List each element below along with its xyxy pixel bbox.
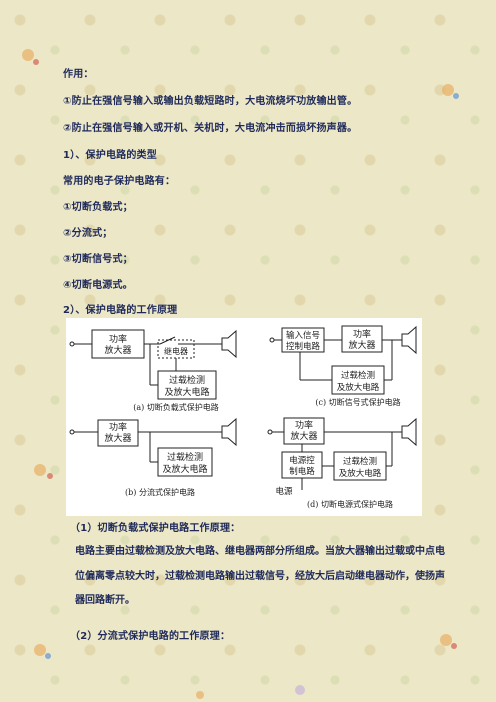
diagram-d-power-ctrl-1: 电源控 (289, 455, 315, 466)
diagram-a-detect-1: 过载检测 (169, 374, 205, 386)
diagram-c-input-2: 控制电路 (286, 341, 321, 352)
section1-body: 电路主要由过载检测及放大电路、继电器两部分所组成。当放大器输出过载或中点电位偏离… (75, 546, 445, 606)
text-line-9: ④切断电源式。 (63, 280, 133, 291)
diagram-c-input-1: 输入信号 (286, 330, 320, 341)
text-line-2: ①防止在强信号输入或输出负载短路时，大电流烧坏功放输出管。 (63, 96, 358, 107)
text-line-8: ③切断信号式； (63, 254, 133, 265)
diagram-d-amp-1: 功率 (295, 419, 313, 431)
text-line-3: ②防止在强信号输入或开机、关机时，大电流冲击而损坏扬声器。 (63, 123, 358, 134)
diagram-d-power-ctrl-2: 制电路 (289, 466, 315, 477)
diagram-c-amp-2: 放大器 (348, 339, 375, 351)
diagram-d-caption: (d) 切断电源式保护电路 (307, 499, 393, 509)
diagram-b-detect-1: 过载检测 (167, 451, 203, 463)
diagram-d-detect-1: 过载检测 (343, 456, 377, 467)
section2-title: （2）分流式保护电路的工作原理： (70, 631, 231, 642)
diagram-a-caption: (a) 切断负载式保护电路 (133, 402, 219, 412)
diagram-d (267, 417, 417, 490)
text-line-10: 2）、保护电路的工作原理 (63, 305, 178, 316)
text-line-7: ②分流式； (63, 228, 113, 239)
diagram-c (269, 325, 417, 395)
diagram-a-amp-1: 功率 (109, 333, 127, 345)
diagram-c-detect-2: 及放大电路 (337, 382, 380, 393)
diagram-c-amp-1: 功率 (353, 328, 371, 340)
text-line-5: 常用的电子保护电路有： (63, 176, 176, 187)
diagram-b-amp-2: 放大器 (104, 432, 131, 444)
diagram-c-caption: (c) 切断信号式保护电路 (315, 397, 400, 407)
diagram-b (69, 417, 237, 477)
diagram-d-detect-2: 及放大电路 (339, 468, 382, 479)
diagram-a-amp-2: 放大器 (104, 344, 131, 356)
text-line-6: ①切断负载式； (63, 202, 133, 213)
diagram-a (69, 329, 237, 400)
diagram-a-relay: 继电器 (164, 346, 188, 356)
diagram-b-detect-2: 及放大电路 (162, 463, 207, 475)
diagram-b-caption: (b) 分流式保护电路 (125, 487, 195, 497)
diagram-a-detect-2: 及放大电路 (164, 386, 209, 398)
diagram-d-amp-2: 放大器 (290, 430, 317, 442)
text-line-4: 1）、保护电路的类型 (63, 150, 157, 161)
diagram-b-amp-1: 功率 (109, 421, 127, 433)
diagram-c-detect-1: 过载检测 (341, 370, 375, 381)
diagram-d-power-label: 电源 (275, 486, 293, 497)
section1-title: （1）切断负载式保护电路工作原理： (70, 523, 241, 534)
text-line-1: 作用： (63, 69, 94, 80)
